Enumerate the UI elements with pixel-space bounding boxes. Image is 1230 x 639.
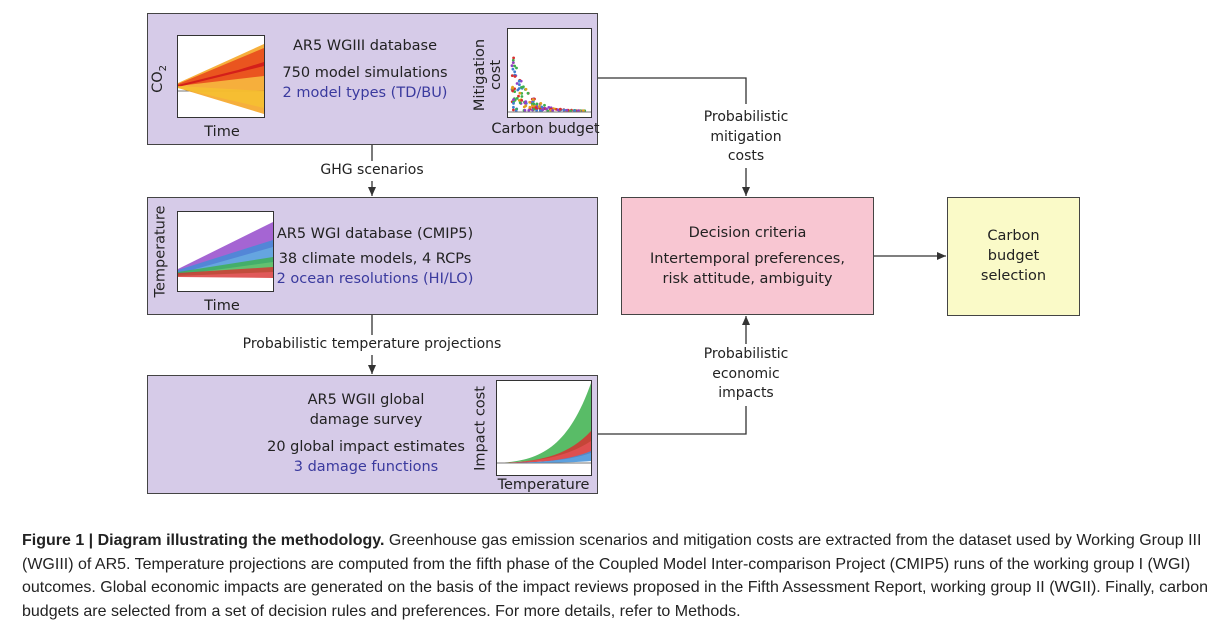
wgiii-title: AR5 WGIII database [292,38,438,54]
scatter-dot [517,94,520,98]
figure-caption: Figure 1 | Diagram illustrating the meth… [22,529,1217,623]
scatter-dot [565,108,569,112]
economic-impacts-label-3: impacts [718,385,774,401]
scatter-dot [535,109,538,112]
mitigation-cost-scatter [508,56,591,113]
scatter-dot [545,107,548,111]
decision-criteria-line1: Intertemporal preferences, [650,251,845,267]
wgi-ocean-resolutions: 2 ocean resolutions (HI/LO) [276,271,474,287]
scatter-dot [513,90,517,93]
scatter-dot [556,108,560,112]
scatter-dot [532,102,536,106]
scatter-dot [519,79,523,83]
scatter-dot [511,61,515,64]
scatter-dot [512,56,515,60]
scatter-dot [515,97,519,100]
scatter-dot [562,108,566,112]
scatter-dot [513,75,517,78]
wgii-damage-functions: 3 damage functions [293,459,439,475]
scatter-dot [535,102,539,106]
temperature-time-plot [177,211,274,292]
scatter-dot [522,105,526,109]
budget-line3: selection [980,268,1047,284]
scatter-dot [510,64,514,68]
scatter-dot [523,108,527,112]
scatter-dot [528,100,532,104]
scatter-dot [510,74,514,77]
wgiii-model-types: 2 model types (TD/BU) [282,85,448,101]
scatter-dot [523,101,527,105]
budget-line2: budget [987,248,1040,264]
temperature-axis-label-2: Temperature [497,477,590,493]
co2-scenario-curves [178,44,264,114]
scatter-dot [511,89,514,93]
caption-title: Figure 1 | Diagram illustrating the meth… [22,532,385,549]
wgiii-simulations: 750 model simulations [282,65,448,81]
decision-criteria-line2: risk attitude, ambiguity [662,271,833,287]
scatter-dot [547,106,551,109]
co2-time-plot [177,35,265,118]
scatter-dot [527,109,531,112]
scatter-dot [513,70,517,74]
caption-body: Greenhouse gas emission scenarios and mi… [22,532,1209,620]
wgi-climate-models: 38 climate models, 4 RCPs [278,251,472,267]
scatter-dot [539,109,542,112]
temperature-projection-curves [178,222,273,278]
wgi-title: AR5 WGI database (CMIP5) [276,226,474,242]
scatter-dot [528,105,532,109]
scatter-dot [534,106,538,109]
scatter-dot [559,107,562,111]
economic-impacts-label-1: Probabilistic [703,346,789,362]
scatter-dot [512,98,515,101]
scatter-dot [540,105,544,109]
scatter-dot [511,67,515,71]
temperature-projections-label: Probabilistic temperature projections [242,336,502,352]
scatter-dot [518,91,522,95]
wgii-impact-estimates: 20 global impact estimates [267,439,465,455]
scatter-dot [517,87,521,90]
scatter-dot [511,58,515,62]
mitigation-cost-plot [507,28,592,118]
carbon-budget-selection-box [947,197,1080,316]
scatter-dot [520,95,524,98]
scatter-dot [518,83,521,87]
scatter-dot [512,105,515,109]
decision-criteria-box [621,197,874,315]
scatter-dot [515,82,519,85]
damage-function-curves [497,383,591,464]
scatter-dot [577,109,580,113]
budget-line1: Carbon [987,228,1040,244]
scatter-dot [512,102,515,105]
scatter-dot [513,64,516,68]
scatter-dot [518,101,522,105]
wgii-title-line2: damage survey [309,412,423,428]
scatter-dot [539,102,543,105]
scatter-dot [551,109,555,112]
scatter-dot [517,79,521,83]
mitigation-costs-label-1: Probabilistic [703,109,789,125]
scatter-dot [524,87,528,91]
flow-arrows [368,77,946,435]
scatter-dot [512,108,515,112]
scatter-dot [511,86,514,90]
scatter-dot [526,91,530,95]
scatter-dot [522,85,525,89]
mitigation-costs-label-3: costs [727,148,765,164]
scatter-dot [537,105,541,108]
scatter-dot [541,108,545,111]
ghg-scenarios-label: GHG scenarios [320,162,424,178]
time-axis-label-2: Time [204,298,240,314]
scatter-dot [515,66,518,70]
economic-impacts-label-2: economic [712,366,780,382]
decision-criteria-title: Decision criteria [688,225,807,241]
scatter-dot [543,103,546,107]
time-axis-label-1: Time [204,124,240,140]
scatter-dot [531,98,535,101]
carbon-budget-axis-label: Carbon budget [491,121,600,137]
scatter-dot [520,99,524,102]
mitigation-costs-label-2: mitigation [710,129,782,145]
wgii-title-line1: AR5 WGII global [307,392,425,408]
impact-cost-plot [496,380,592,476]
